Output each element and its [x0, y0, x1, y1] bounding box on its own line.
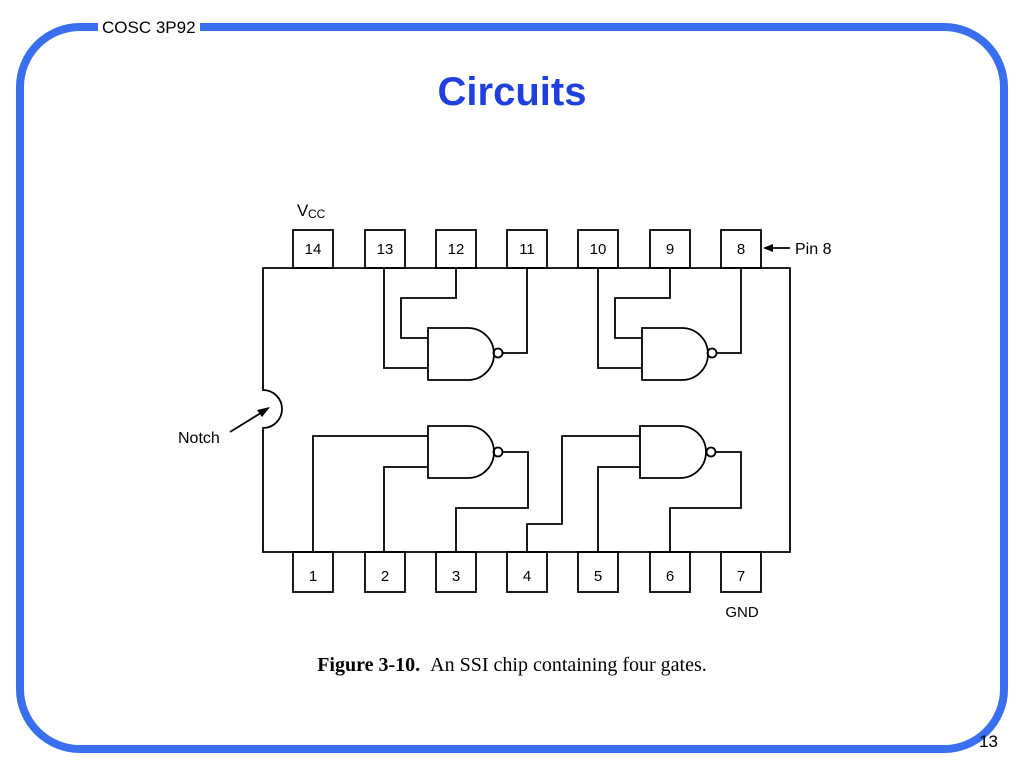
wire-pin1-gate-c [312, 435, 428, 552]
pin-label-9: 9 [666, 241, 674, 258]
nand-gate-b [641, 327, 709, 381]
pin-label-11: 11 [519, 241, 535, 258]
wire-gate-c-pin3 [455, 451, 529, 552]
nand-gate-a [427, 327, 495, 381]
wire-pin13-gate-a [383, 268, 428, 369]
nand-gate-c [427, 425, 495, 479]
figure-caption: Figure 3-10. An SSI chip containing four … [0, 654, 1024, 677]
page-number: 13 [979, 732, 998, 751]
wire-gate-a-pin11 [503, 268, 528, 354]
gnd-label: GND [725, 604, 759, 621]
pin-box-14 [292, 229, 334, 269]
wire-pin10-gate-b [597, 268, 642, 369]
pin-label-3: 3 [452, 568, 460, 585]
pin-label-14: 14 [305, 241, 322, 258]
pin-label-8: 8 [737, 241, 745, 258]
nand-gate-d [639, 425, 707, 479]
pin-box-7 [720, 551, 762, 593]
wire-gate-b-pin8 [717, 268, 742, 354]
caption-lead: Figure 3-10. [317, 654, 421, 676]
vcc-label-sub: CC [308, 207, 326, 221]
course-label: COSC 3P92 [98, 18, 200, 38]
pin-label-2: 2 [381, 568, 389, 585]
wire-pin2-gate-c [383, 466, 428, 552]
pin8-arrowhead [763, 244, 773, 252]
pin-label-12: 12 [448, 241, 465, 258]
wire-pin12-gate-a [400, 268, 457, 339]
pin8-label: Pin 8 [795, 241, 832, 258]
wire-pin5-gate-d [597, 466, 640, 552]
pin-label-1: 1 [309, 568, 317, 585]
pin-label-10: 10 [590, 241, 607, 258]
slide-title: Circuits [437, 70, 587, 114]
nand-bubble-c [492, 446, 504, 458]
frame-border [16, 23, 1008, 753]
notch-arrow-line [229, 410, 265, 433]
notch-label: Notch [178, 430, 220, 447]
pin-box-13 [364, 229, 406, 269]
nand-bubble-b [706, 347, 718, 359]
pin-label-6: 6 [666, 568, 674, 585]
pin-label-5: 5 [594, 568, 602, 585]
caption-text: An SSI chip containing four gates. [430, 654, 707, 676]
pin-label-4: 4 [523, 568, 531, 585]
nand-bubble-d [705, 446, 717, 458]
chip-body [262, 267, 791, 553]
wire-gate-d-pin6 [669, 451, 742, 552]
vcc-label-main: V [297, 201, 309, 220]
wire-pin9-gate-b [614, 268, 671, 339]
pin-box-2 [364, 551, 406, 593]
pin-label-13: 13 [377, 241, 394, 258]
pin-label-7: 7 [737, 568, 745, 585]
wire-pin4-gate-d [526, 435, 640, 552]
notch-arrowhead [257, 407, 270, 417]
nand-bubble-a [492, 347, 504, 359]
